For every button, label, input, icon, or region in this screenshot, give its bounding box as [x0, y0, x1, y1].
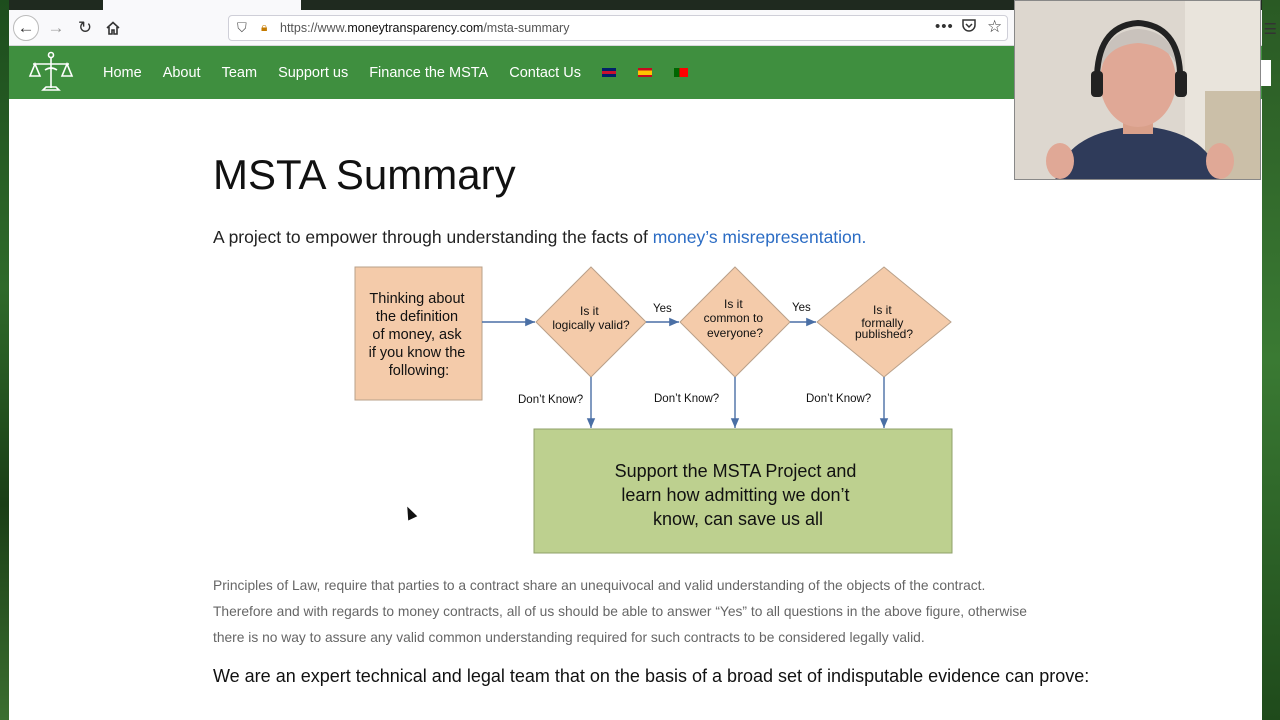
arrow-left-icon: ←: [17, 18, 35, 37]
reload-icon: ↻: [77, 18, 93, 37]
page-subtitle: A project to empower through understandi…: [213, 227, 866, 248]
decision-2-line: everyone?: [707, 326, 763, 340]
flow-result-box: [533, 428, 953, 554]
principles-paragraph: Principles of Law, require that parties …: [213, 573, 1093, 651]
english-flag-icon[interactable]: [601, 68, 616, 77]
desktop-background-right: ☰: [1262, 0, 1280, 720]
spanish-flag-icon[interactable]: [637, 68, 652, 77]
svg-text:Don’t Know?: Don’t Know?: [806, 393, 871, 405]
result-text-line: Support the MSTA Project and: [615, 461, 857, 481]
svg-text:Yes: Yes: [792, 302, 811, 314]
decision-1-line: Is it: [580, 304, 599, 318]
svg-text:Don’t Know?: Don’t Know?: [518, 394, 583, 406]
desktop-background-left: [0, 0, 9, 720]
home-button[interactable]: [100, 15, 126, 41]
paragraph-line: Therefore and with regards to money cont…: [213, 604, 1027, 619]
start-text-line: if you know the: [369, 345, 466, 361]
start-text-line: the definition: [376, 309, 458, 325]
paragraph-line: Principles of Law, require that parties …: [213, 578, 986, 593]
scales-logo-icon[interactable]: [27, 50, 75, 94]
portuguese-flag-icon[interactable]: [673, 68, 688, 77]
menu-icon[interactable]: ☰: [1263, 21, 1277, 38]
back-button[interactable]: ←: [13, 15, 39, 41]
svg-text:Is it common to: Is it common to everyone?: [704, 297, 767, 340]
arrow-right-icon: →: [47, 18, 65, 37]
svg-text:Support the MSTA Project and: Support the MSTA Project and learn how a…: [615, 461, 862, 529]
nav-about-link[interactable]: About: [162, 64, 201, 81]
presenter-video: [1015, 1, 1260, 179]
webcam-overlay: [1014, 0, 1261, 180]
nav-support-link[interactable]: Support us: [278, 64, 349, 81]
flow-start-box: [354, 266, 483, 401]
nav-home-link[interactable]: Home: [103, 64, 142, 81]
tab-strip: [9, 0, 1262, 10]
dont-know-label: Don’t Know?: [518, 394, 583, 406]
active-tab[interactable]: [103, 0, 301, 10]
pocket-icon[interactable]: [962, 19, 976, 35]
decision-2-line: Is it: [724, 297, 743, 311]
url-text[interactable]: https://www.moneytransparency.com/msta-s…: [280, 21, 569, 35]
url-path: /msta-summary: [483, 21, 570, 35]
dont-know-label: Don’t Know?: [654, 393, 719, 405]
home-icon: [106, 21, 120, 35]
yes-label: Yes: [653, 303, 672, 315]
nav-contact-link[interactable]: Contact Us: [509, 64, 581, 81]
misrepresentation-link[interactable]: money’s misrepresentation.: [652, 227, 867, 247]
url-prefix: https://www.: [280, 21, 348, 35]
page-actions-button[interactable]: •••: [935, 18, 954, 35]
svg-text:Thinking about the def: Thinking about the definition of money, …: [369, 291, 470, 379]
start-text-line: Thinking about: [369, 291, 464, 307]
decision-3-line: formally: [861, 316, 903, 330]
nav-finance-link[interactable]: Finance the MSTA: [369, 64, 489, 81]
url-domain: moneytransparency.com: [347, 21, 484, 35]
shield-icon[interactable]: ⛉: [237, 20, 247, 35]
address-bar[interactable]: ⛉ 🔒︎ https://www.moneytransparency.com/m…: [228, 15, 1008, 41]
decision-2-line: common to: [704, 311, 764, 325]
paragraph-line: there is no way to assure any valid comm…: [213, 630, 925, 645]
decision-3-line: Is it: [873, 303, 892, 317]
expert-team-heading: We are an expert technical and legal tea…: [213, 666, 1090, 686]
dont-know-label: Don’t Know?: [806, 393, 871, 405]
svg-text:Is it formally: Is it formally published?: [855, 303, 913, 341]
decision-1-line: logically valid?: [552, 318, 630, 332]
decision-3-line: published?: [855, 327, 913, 341]
nav-team-link[interactable]: Team: [221, 64, 258, 81]
lock-warning-icon[interactable]: 🔒︎: [261, 20, 268, 34]
page-content: MSTA Summary A project to empower throug…: [9, 99, 1262, 720]
yes-label: Yes: [792, 302, 811, 314]
svg-text:Is it logically valid?: Is it logically valid?: [552, 304, 630, 332]
start-text-line: following:: [389, 363, 449, 379]
svg-text:Don’t Know?: Don’t Know?: [654, 393, 719, 405]
page-title: MSTA Summary: [213, 151, 516, 198]
subtitle-text: A project to empower through understandi…: [213, 227, 653, 247]
result-text-line: know, can save us all: [653, 509, 823, 529]
reload-button[interactable]: ↻: [72, 15, 98, 41]
start-text-line: of money, ask: [372, 327, 462, 343]
bookmark-star-icon[interactable]: ☆: [987, 17, 1003, 36]
flowchart: Thinking about the definition of money, …: [354, 266, 953, 554]
nav-menu: Home About Team Support us Finance the M…: [103, 46, 710, 99]
svg-text:Yes: Yes: [653, 303, 672, 315]
result-text-line: learn how admitting we don’t: [621, 485, 849, 505]
forward-button[interactable]: →: [43, 15, 69, 41]
